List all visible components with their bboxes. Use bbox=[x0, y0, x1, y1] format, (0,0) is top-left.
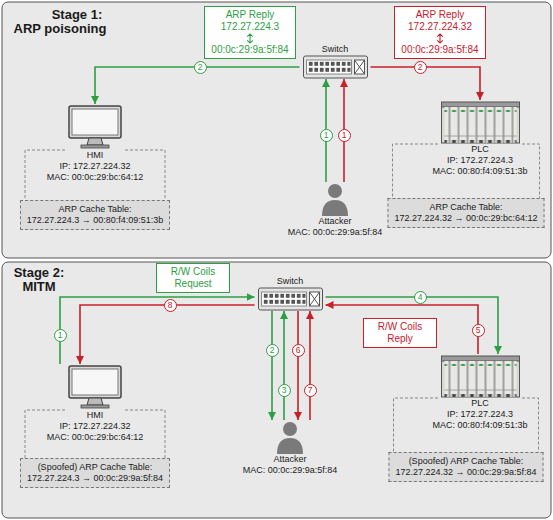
node-text: ARP Cache Table: bbox=[429, 202, 502, 213]
node-text: IP: 172.27.224.3 bbox=[447, 409, 513, 420]
stage-panel-ground bbox=[2, 2, 551, 258]
node-text: MAC: 00:0c:29:9a:5f:84 bbox=[243, 465, 338, 476]
switch-icon bbox=[257, 287, 323, 311]
node-text: Attacker bbox=[273, 454, 306, 465]
node-text: R/W Coils Reply bbox=[370, 321, 430, 345]
double-arrow-symbol bbox=[435, 33, 445, 44]
node-text: Switch bbox=[322, 44, 349, 55]
message-arrow bbox=[326, 297, 499, 354]
node-text: IP: 172.27.224.32 bbox=[59, 421, 130, 432]
stage-title: Stage 2: MITM bbox=[8, 266, 70, 294]
callout-number: 8 bbox=[164, 299, 177, 312]
callout-number: 1 bbox=[54, 329, 67, 342]
dashed-bracket bbox=[394, 398, 539, 452]
message-box: R/W Coils Request bbox=[156, 263, 230, 293]
arp-cache-table: ARP Cache Table:172.27.224.32 → 00:0c:29… bbox=[388, 198, 545, 228]
callout-number: 1 bbox=[320, 129, 333, 142]
callout-number: 2 bbox=[414, 61, 427, 74]
node-text: MAC: 00:0c:29:9a:5f:84 bbox=[288, 227, 383, 238]
node-text: PLC bbox=[471, 398, 489, 409]
callout-number: 1 bbox=[338, 129, 351, 142]
message-box: R/W Coils Reply bbox=[363, 318, 437, 348]
node-text: (Spoofed) ARP Cache Table: bbox=[409, 456, 524, 467]
callout-number: 7 bbox=[304, 384, 317, 397]
message-arrow bbox=[326, 305, 479, 354]
node-text: HMI bbox=[87, 410, 104, 421]
callout-number: 6 bbox=[292, 344, 305, 357]
node-text: 172.27.224.3 → 00:0c:29:9a:5f:84 bbox=[27, 473, 163, 484]
node-text: ARP Reply bbox=[416, 9, 465, 21]
node-text: ARP Cache Table: bbox=[58, 204, 131, 215]
stage-panel: Stage 1: ARP poisoningARP Reply172.27.22… bbox=[2, 2, 551, 258]
monitor-icon bbox=[67, 364, 123, 410]
node-text: MAC: 00:0c:29:bc:64:12 bbox=[47, 172, 144, 183]
stage-panel: Stage 2: MITMR/W Coils RequestSwitchHMII… bbox=[2, 262, 551, 518]
node-text: 00:0c:29:9a:5f:84 bbox=[211, 44, 288, 56]
double-arrow-symbol bbox=[245, 33, 255, 44]
message-arrow bbox=[309, 311, 311, 420]
message-arrow bbox=[60, 297, 255, 364]
message-box: ARP Reply172.27.224.32 00:0c:29:9a:5f:84 bbox=[394, 6, 486, 59]
node-text: 172.27.224.32 → 00:0c:29:bc:64:12 bbox=[394, 213, 537, 224]
hmi-node: HMIIP: 172.27.224.32MAC: 00:0c:29:bc:64:… bbox=[44, 364, 146, 443]
switch-node: Switch bbox=[300, 44, 371, 79]
node-text: MAC: 00:0c:29:bc:64:12 bbox=[47, 432, 144, 443]
message-arrow bbox=[371, 67, 481, 100]
node-text: Attacker bbox=[318, 216, 351, 227]
node-text: 172.27.224.32 bbox=[408, 21, 472, 33]
stage-title: Stage 1: ARP poisoning bbox=[8, 8, 112, 36]
person-icon bbox=[320, 182, 350, 216]
node-text: PLC bbox=[471, 144, 489, 155]
node-text: (Spoofed) ARP Cache Table: bbox=[38, 462, 153, 473]
person-icon bbox=[275, 420, 305, 454]
switch-icon bbox=[302, 55, 368, 79]
dashed-bracket bbox=[25, 410, 165, 458]
node-text: 172.27.224.3 → 00:80:f4:09:51:3b bbox=[27, 215, 164, 226]
attacker-node: AttackerMAC: 00:0c:29:9a:5f:84 bbox=[285, 182, 385, 238]
node-text: MAC: 00:80:f4:09:51:3b bbox=[432, 166, 527, 177]
node-text: ARP Reply bbox=[226, 9, 275, 21]
node-text: 172.27.224.3 bbox=[221, 21, 279, 33]
node-text: Switch bbox=[277, 276, 304, 287]
node-text: IP: 172.27.224.32 bbox=[59, 161, 130, 172]
dashed-bracket bbox=[393, 144, 540, 198]
callout-number: 4 bbox=[414, 291, 427, 304]
callout-number: 2 bbox=[266, 344, 279, 357]
node-text: IP: 172.27.224.3 bbox=[447, 155, 513, 166]
attacker-node: AttackerMAC: 00:0c:29:9a:5f:84 bbox=[240, 420, 340, 476]
callout-number: 5 bbox=[472, 324, 485, 337]
stage-panel-ground bbox=[2, 262, 551, 518]
arp-cache-table: (Spoofed) ARP Cache Table:172.27.224.32 … bbox=[389, 452, 544, 482]
message-arrow bbox=[297, 311, 299, 420]
dashed-bracket bbox=[25, 150, 165, 200]
node-text: HMI bbox=[87, 150, 104, 161]
message-arrow bbox=[283, 311, 285, 420]
hmi-node: HMIIP: 172.27.224.32MAC: 00:0c:29:bc:64:… bbox=[44, 104, 146, 183]
plc-icon bbox=[440, 100, 520, 144]
callout-number: 2 bbox=[194, 61, 207, 74]
arp-cache-table: (Spoofed) ARP Cache Table:172.27.224.3 →… bbox=[20, 458, 170, 488]
message-arrow bbox=[271, 311, 273, 420]
node-text: MAC: 00:80:f4:09:51:3b bbox=[432, 420, 527, 431]
node-text: 00:0c:29:9a:5f:84 bbox=[401, 44, 478, 56]
node-text: R/W Coils Request bbox=[163, 266, 223, 290]
message-arrow bbox=[80, 305, 255, 364]
plc-node: PLCIP: 172.27.224.3MAC: 00:80:f4:09:51:3… bbox=[430, 354, 531, 431]
node-text: 172.27.224.32 → 00:0c:29:9a:5f:84 bbox=[395, 467, 536, 478]
arp-cache-table: ARP Cache Table:172.27.224.3 → 00:80:f4:… bbox=[20, 200, 170, 230]
switch-node: Switch bbox=[255, 276, 326, 311]
monitor-icon bbox=[67, 104, 123, 150]
plc-node: PLCIP: 172.27.224.3MAC: 00:80:f4:09:51:3… bbox=[430, 100, 531, 177]
callout-number: 3 bbox=[278, 384, 291, 397]
message-box: ARP Reply172.27.224.3 00:0c:29:9a:5f:84 bbox=[204, 6, 296, 59]
plc-icon bbox=[440, 354, 520, 398]
